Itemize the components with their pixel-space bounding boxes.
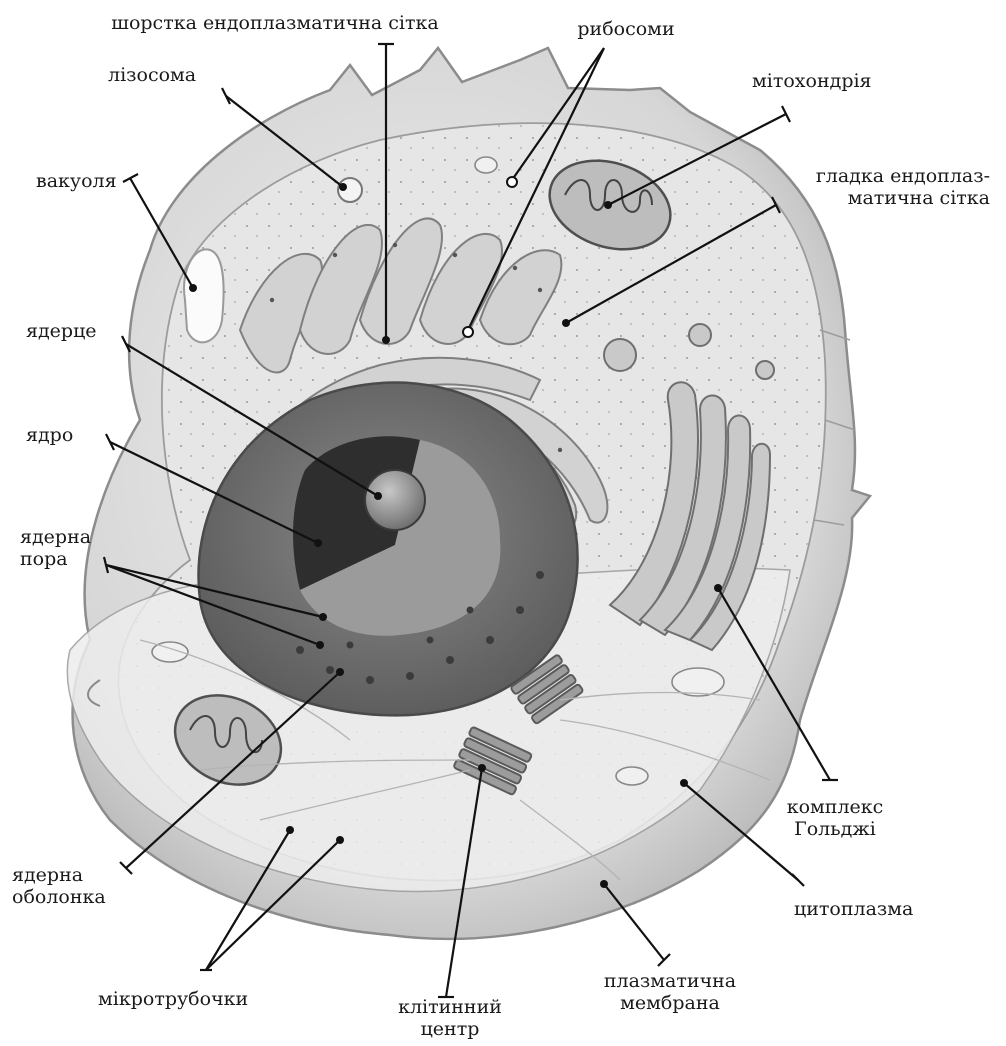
label-nuclear-pore-line2: пора <box>20 548 91 570</box>
label-golgi-line1: комплекс <box>770 796 900 818</box>
label-golgi-line2: Гольджі <box>770 818 900 840</box>
label-nuclear-envelope-line2: оболонка <box>12 886 106 908</box>
label-vacuole: вакуоля <box>36 170 117 192</box>
label-nucleus: ядро <box>26 424 73 446</box>
label-nuclear-envelope-line1: ядерна <box>12 864 106 886</box>
label-plasma-membrane-line2: мембрана <box>580 992 760 1014</box>
label-smooth-er-line2: матична сітка <box>766 187 990 209</box>
label-centrosome-line2: центр <box>360 1018 540 1040</box>
label-nucleolus: ядерце <box>26 320 97 342</box>
label-plasma-membrane-line1: плазматична <box>580 970 760 992</box>
label-centrosome: клітинний центр <box>360 996 540 1040</box>
label-microtubules: мікротрубочки <box>98 988 248 1010</box>
label-lysosome: лізосома <box>108 64 196 86</box>
label-nuclear-envelope: ядерна оболонка <box>12 864 106 908</box>
label-nuclear-pore: ядерна пора <box>20 526 91 570</box>
label-rough-er: шорстка ендоплазматична сітка <box>70 12 480 34</box>
label-golgi: комплекс Гольджі <box>770 796 900 840</box>
label-centrosome-line1: клітинний <box>360 996 540 1018</box>
label-nuclear-pore-line1: ядерна <box>20 526 91 548</box>
label-smooth-er-line1: гладка ендоплаз- <box>766 165 990 187</box>
label-ribosomes: рибосоми <box>556 18 696 40</box>
label-plasma-membrane: плазматична мембрана <box>580 970 760 1014</box>
label-mitochondrion: мітохондрія <box>752 70 872 92</box>
label-cytoplasm: цитоплазма <box>794 898 913 920</box>
label-smooth-er: гладка ендоплаз- матична сітка <box>766 165 990 209</box>
